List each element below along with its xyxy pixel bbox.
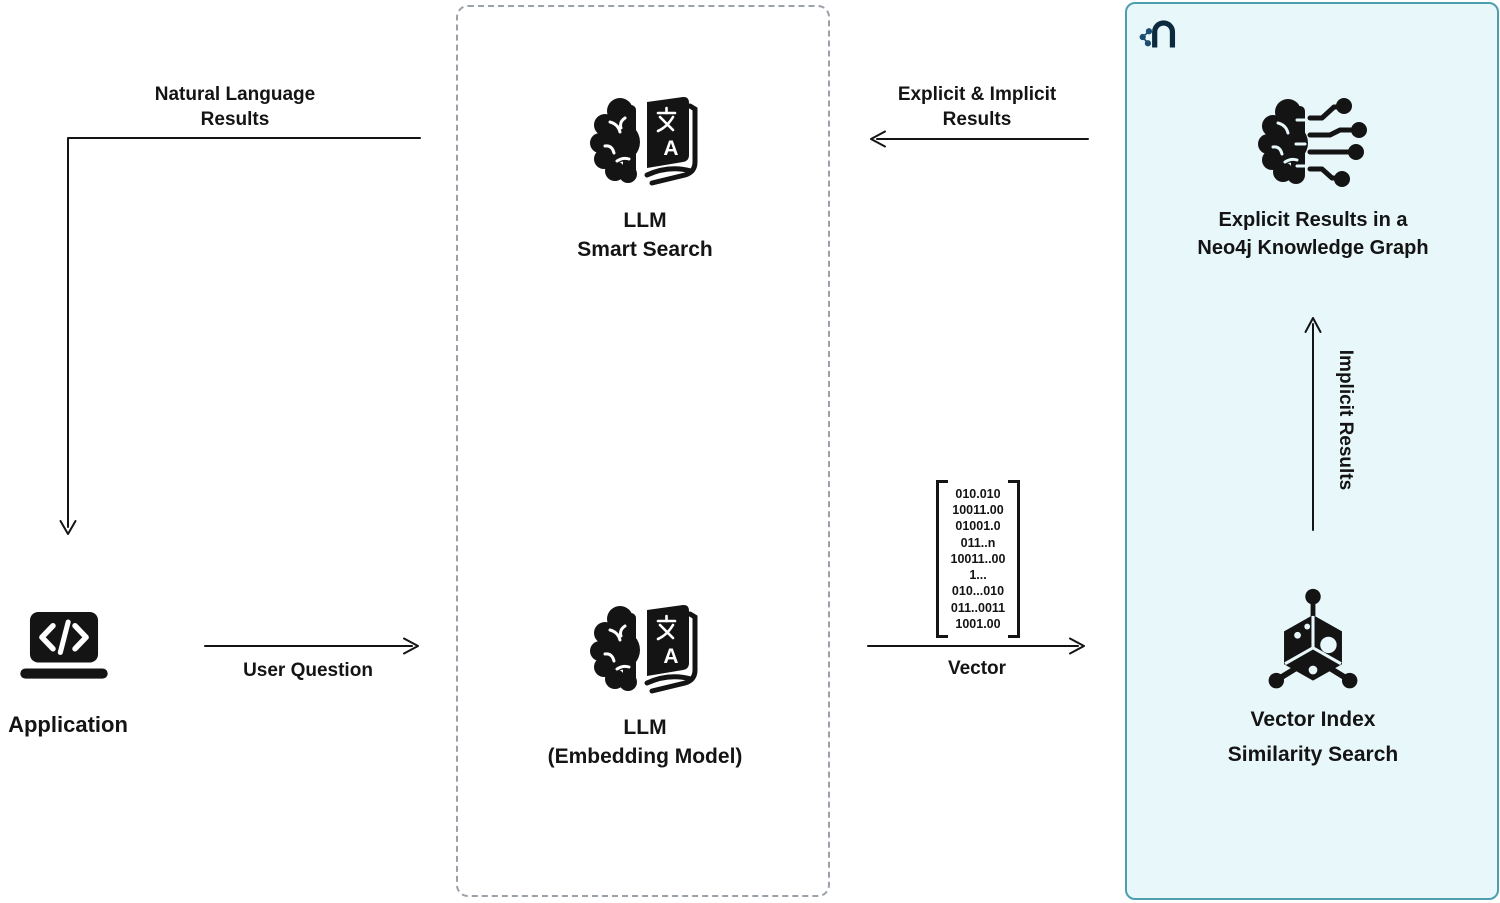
implicit-results-label: Implicit Results bbox=[1335, 349, 1356, 491]
llm-dashed-box bbox=[456, 5, 830, 897]
vector-index-label: Vector Index bbox=[1250, 708, 1376, 731]
matrix-row: 10011.00 bbox=[952, 503, 1004, 518]
neo4j-logo-icon bbox=[1138, 15, 1186, 57]
laptop-code-icon bbox=[18, 608, 110, 684]
matrix-bracket-left bbox=[936, 480, 948, 638]
brain-circuit-icon bbox=[1258, 94, 1370, 196]
svg-text:A: A bbox=[663, 645, 678, 668]
matrix-rows: 010.010 10011.00 01001.0 011..n 10011..0… bbox=[948, 480, 1008, 638]
matrix-row: 01001.0 bbox=[955, 519, 1001, 534]
vector-cube-icon bbox=[1257, 586, 1369, 698]
brain-translation-book-icon: A bbox=[590, 94, 702, 194]
similarity-search-label: Similarity Search bbox=[1227, 743, 1399, 766]
matrix-row: 011..0011 bbox=[950, 600, 1006, 615]
svg-text:A: A bbox=[663, 137, 678, 160]
arrowhead-left-icon bbox=[870, 130, 886, 148]
matrix-row: 010.010 bbox=[955, 487, 1001, 502]
knowledge-graph-label: Explicit Results in a Neo4j Knowledge Gr… bbox=[1197, 209, 1429, 259]
matrix-row: 010...010 bbox=[951, 584, 1005, 599]
user-question-label: User Question bbox=[243, 660, 373, 681]
vector-label: Vector bbox=[947, 658, 1007, 679]
matrix-row: 10011..00 bbox=[950, 551, 1006, 566]
arrowhead-right-icon bbox=[1069, 637, 1085, 655]
llm-embedding-model-label: LLM (Embedding Model) bbox=[547, 716, 743, 768]
llm-smart-search-label: LLM Smart Search bbox=[577, 209, 713, 261]
vector-matrix: 010.010 10011.00 01001.0 011..n 10011..0… bbox=[936, 480, 1020, 638]
arrowhead-right-icon bbox=[403, 637, 419, 655]
natural-language-results-connector bbox=[67, 137, 421, 528]
application-label: Application bbox=[8, 712, 128, 737]
matrix-row: 1... bbox=[969, 568, 987, 583]
natural-language-results-label: Natural Language Results bbox=[154, 84, 316, 130]
explicit-implicit-results-label: Explicit & Implicit Results bbox=[897, 84, 1057, 130]
matrix-row: 011..n bbox=[960, 535, 996, 550]
matrix-row: 1001.00 bbox=[955, 616, 1001, 631]
brain-translation-book-icon: A bbox=[590, 602, 702, 702]
matrix-bracket-right bbox=[1008, 480, 1020, 638]
arrowhead-down-icon bbox=[59, 520, 77, 535]
